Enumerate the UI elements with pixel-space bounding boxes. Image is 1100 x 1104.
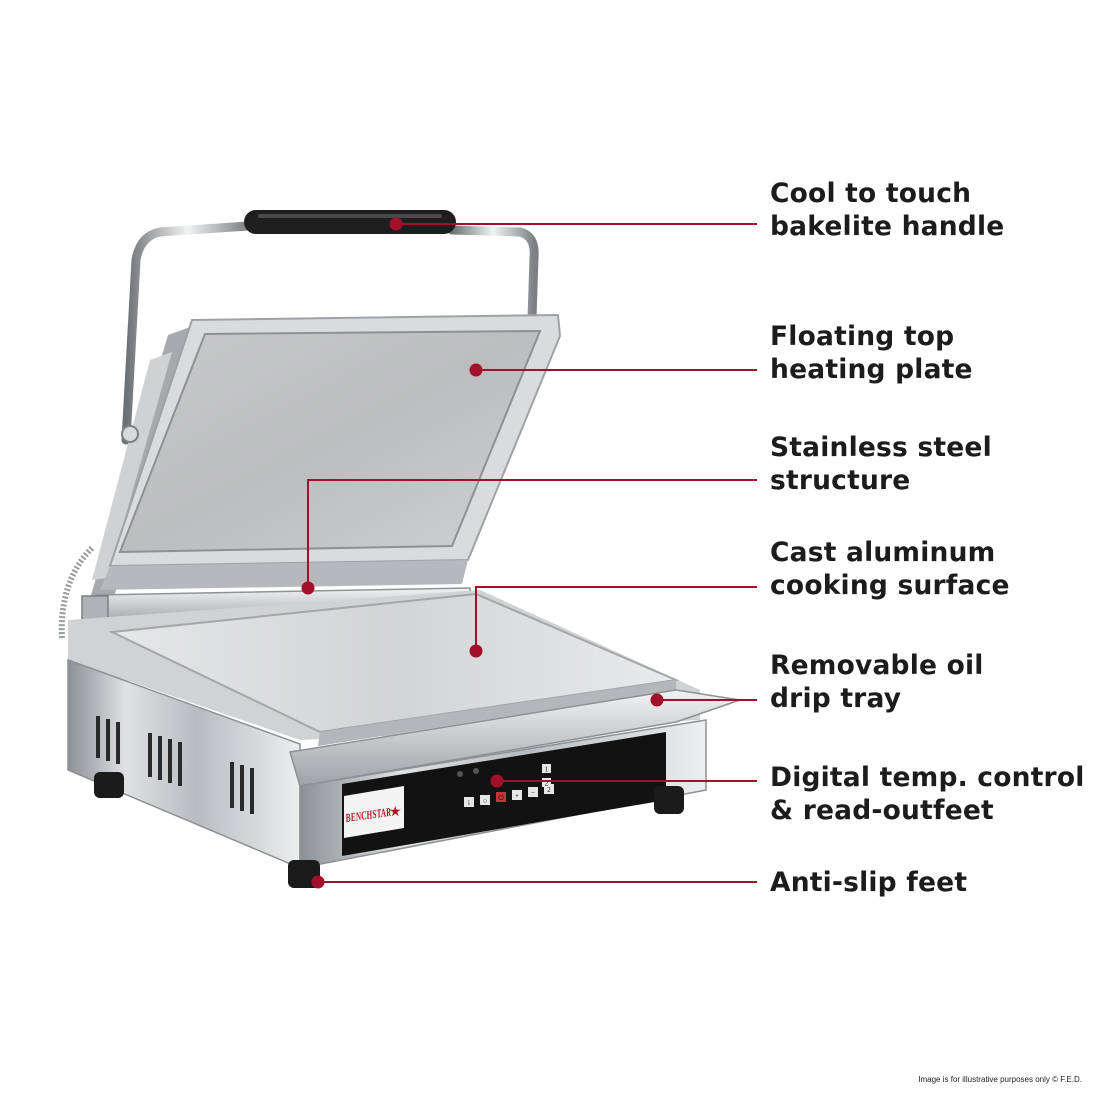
panel-button: + xyxy=(512,790,522,800)
callout-cooking-surface: Cast aluminum cooking surface xyxy=(770,536,1010,602)
callout-line: & read-outfeet xyxy=(770,795,994,826)
panel-button: 2 xyxy=(544,784,554,794)
panel-button: i xyxy=(464,797,474,807)
indicator-lights xyxy=(457,768,479,777)
leader-dot-handle xyxy=(389,217,403,231)
cooking-surface-front-lip xyxy=(318,680,676,746)
svg-text:+: + xyxy=(515,792,519,800)
callout-line: Digital temp. control xyxy=(770,762,1085,793)
bakelite-handle xyxy=(244,210,456,234)
callout-top-plate: Floating top heating plate xyxy=(770,320,973,386)
callout-feet: Anti-slip feet xyxy=(770,866,967,899)
panel-button: − xyxy=(528,787,538,797)
callout-line: structure xyxy=(770,465,911,496)
callout-line: Stainless steel xyxy=(770,432,992,463)
callout-line: Cast aluminum xyxy=(770,537,996,568)
svg-text:i: i xyxy=(468,799,470,807)
leader-dot-structure xyxy=(301,581,315,595)
callout-line: bakelite handle xyxy=(770,211,1005,242)
oil-drip-tray xyxy=(289,689,741,787)
svg-text:2: 2 xyxy=(547,786,551,794)
leader-line-structure xyxy=(307,479,757,588)
panel-button: ○ xyxy=(480,795,490,805)
svg-text:−: − xyxy=(531,789,535,797)
disclaimer: Image is for illustrative purposes only … xyxy=(918,1075,1082,1084)
control-buttons: i ○ ⏻ + − 2 1 2 xyxy=(464,764,554,807)
hinge-knob xyxy=(121,425,139,443)
leader-line-cooking-surface xyxy=(475,586,757,651)
callout-line: Floating top xyxy=(770,321,955,352)
brand-name: BENCHSTAR xyxy=(344,805,392,825)
zone-indicator xyxy=(542,764,551,773)
svg-text:⏻: ⏻ xyxy=(498,794,504,802)
leader-dot-feet xyxy=(311,875,325,889)
zone-indicator xyxy=(542,778,551,787)
hinge-spring xyxy=(58,545,95,641)
callout-line: drip tray xyxy=(770,683,902,714)
leader-dot-drip-tray xyxy=(650,693,664,707)
handle-arm-left xyxy=(121,221,253,445)
svg-text:★: ★ xyxy=(389,805,402,820)
top-heating-plate xyxy=(118,329,542,554)
leader-dot-digital-control xyxy=(490,774,504,788)
callout-handle: Cool to touch bakelite handle xyxy=(770,177,1004,243)
side-vents xyxy=(96,716,254,814)
callout-leaders xyxy=(301,217,757,889)
callout-line: cooking surface xyxy=(770,570,1010,601)
callout-line: Cool to touch xyxy=(770,178,972,209)
callout-structure: Stainless steel structure xyxy=(770,431,992,497)
handle-arm-right xyxy=(447,225,539,323)
callout-line: Anti-slip feet xyxy=(770,867,968,898)
callout-digital-control: Digital temp. control & read-outfeet xyxy=(770,761,1085,827)
lid-bottom-edge xyxy=(100,560,468,590)
lid-side-highlight xyxy=(92,352,172,580)
callout-line: heating plate xyxy=(770,354,973,385)
zone-label: 1 xyxy=(545,766,549,774)
bakelite-handle-shine xyxy=(258,214,442,218)
callout-line: Removable oil xyxy=(770,650,984,681)
svg-text:○: ○ xyxy=(483,797,487,805)
zone-label: 2 xyxy=(545,780,549,788)
callout-drip-tray: Removable oil drip tray xyxy=(770,649,984,715)
leader-dot-cooking-surface xyxy=(469,644,483,658)
leader-dot-top-plate xyxy=(469,363,483,377)
panel-button: ⏻ xyxy=(496,792,506,802)
brand-logo: BENCHSTAR ★ xyxy=(344,786,404,838)
